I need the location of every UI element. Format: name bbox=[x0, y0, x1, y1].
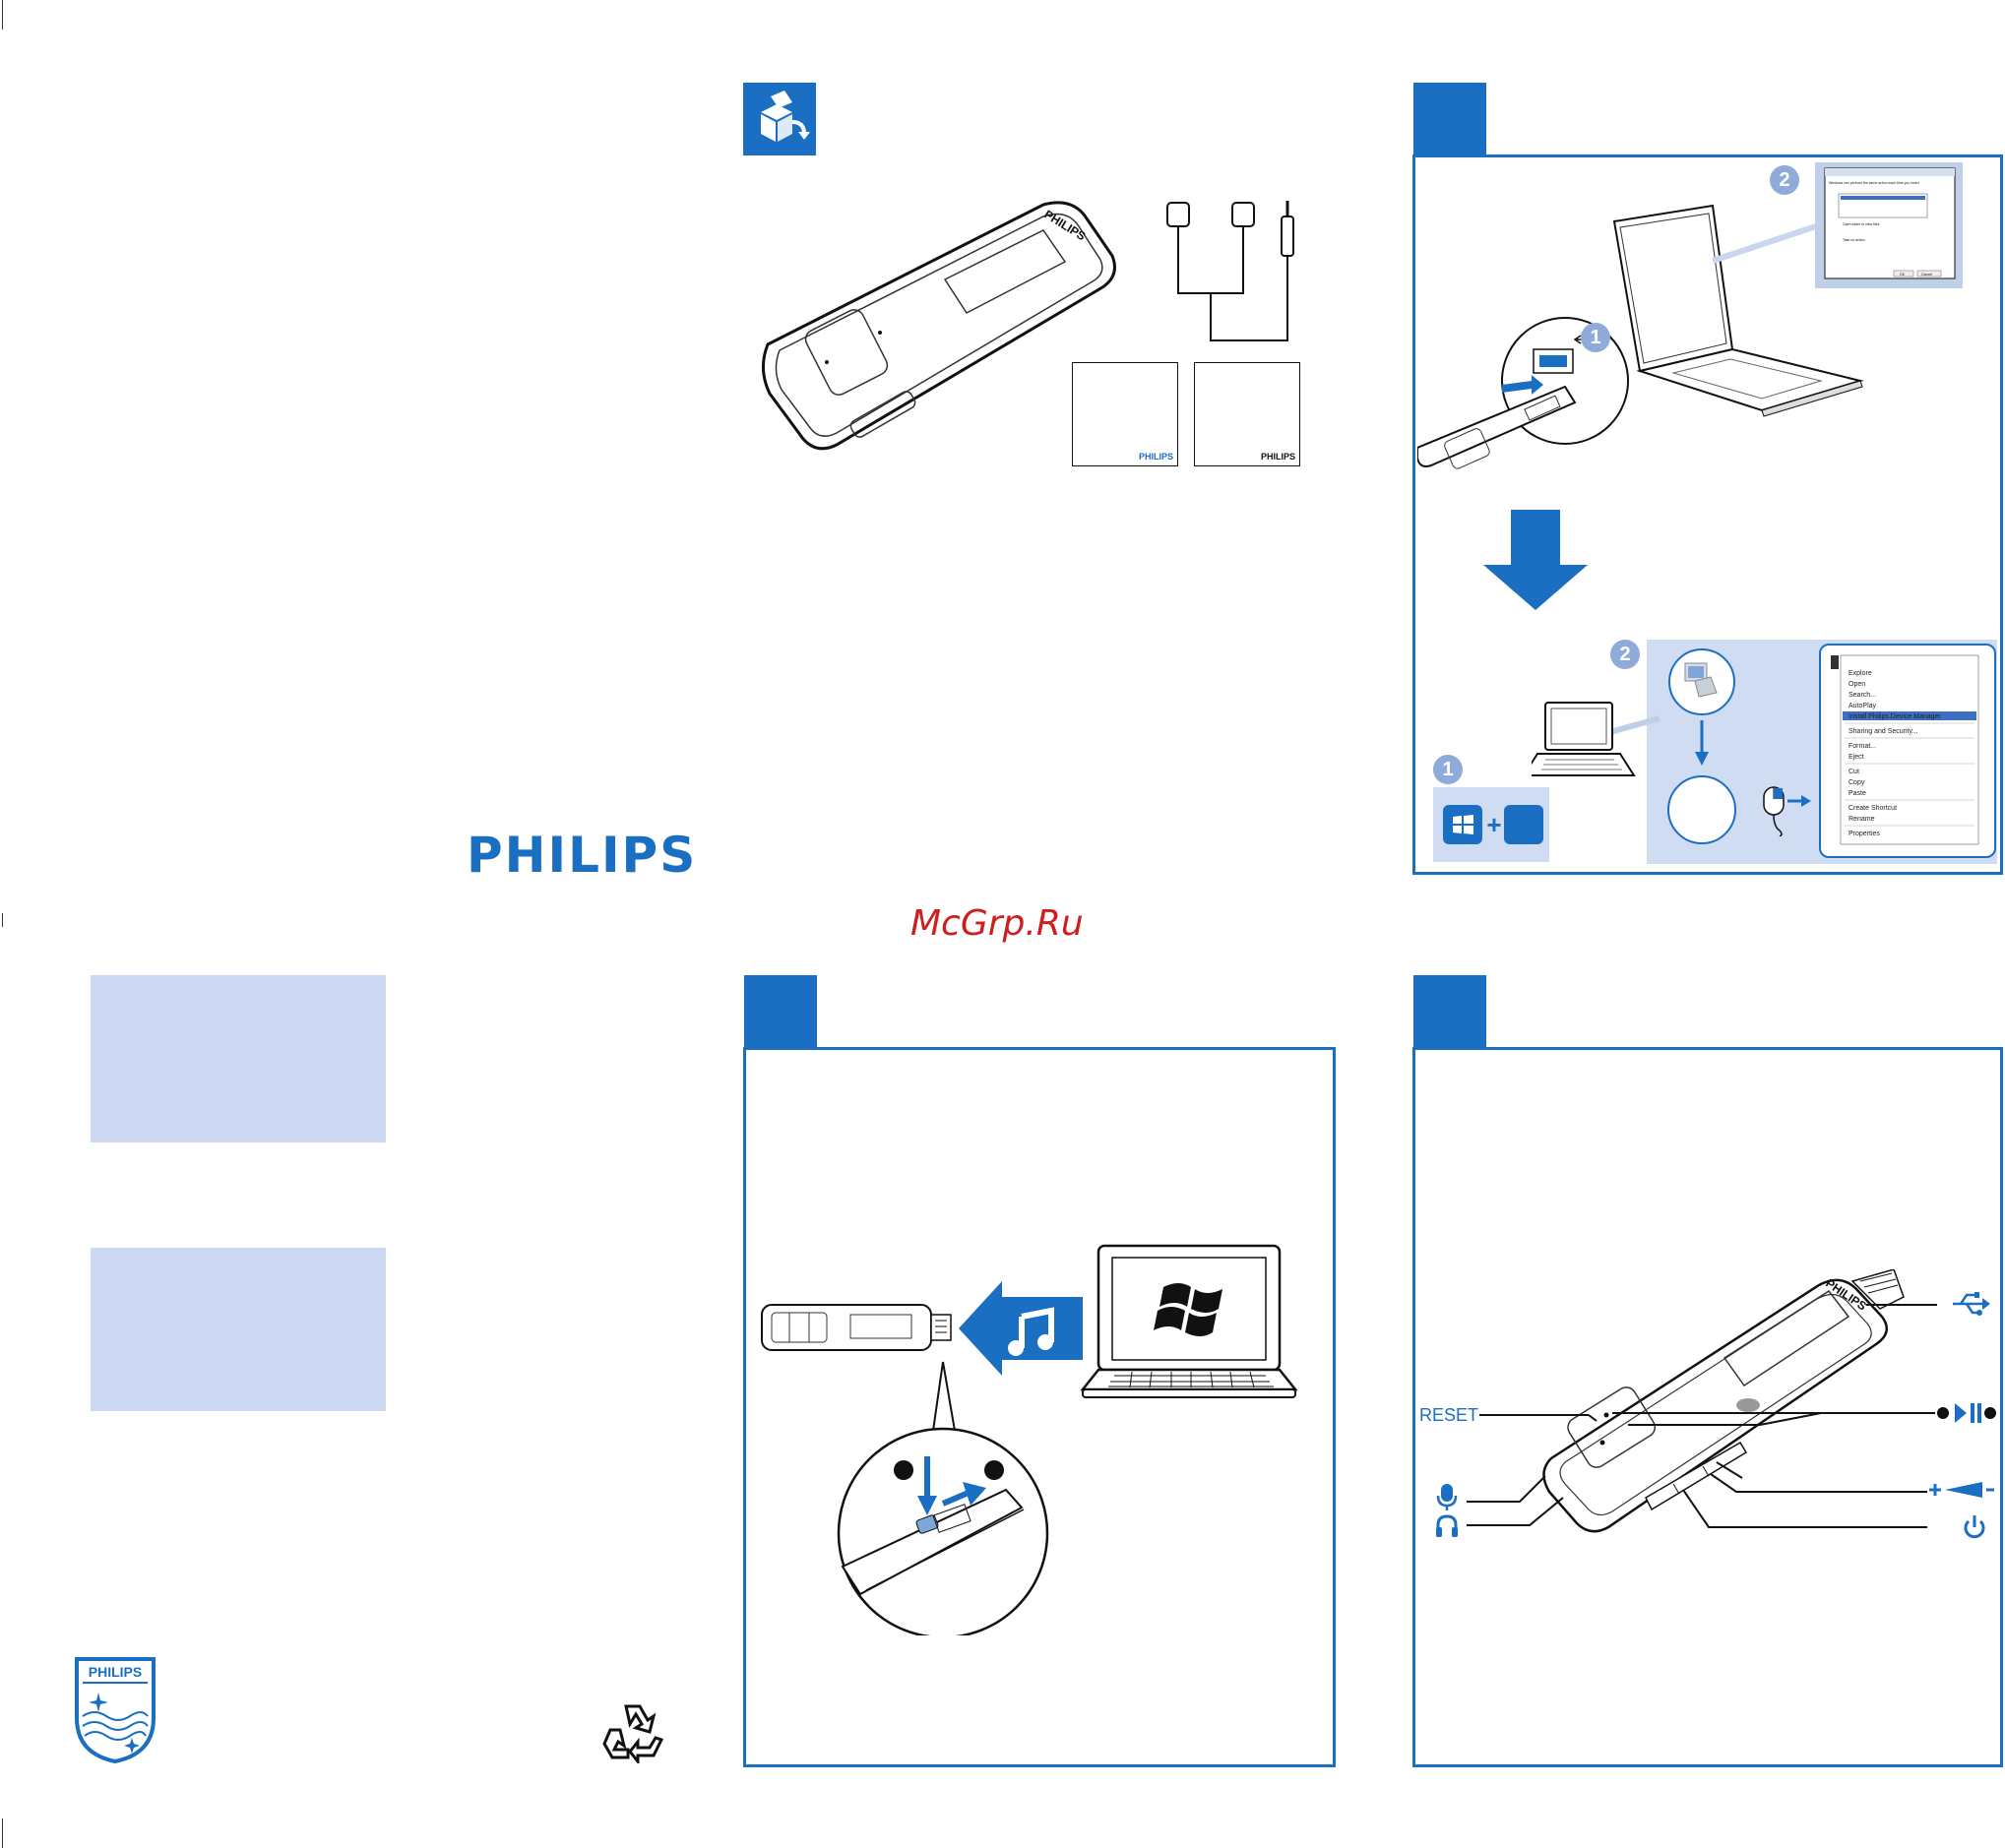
card-brand-label-1: PHILIPS bbox=[1138, 452, 1173, 462]
quick-start-card-1: PHILIPS bbox=[1072, 362, 1178, 466]
overview-panel bbox=[1412, 1047, 2003, 1767]
step-badge-2-top-text: 2 bbox=[1779, 169, 1790, 191]
context-menu-item[interactable]: Install Philips Device Manager bbox=[1848, 713, 1941, 720]
card-brand-label-2: PHILIPS bbox=[1260, 452, 1295, 462]
step-badge-1-top: 1 bbox=[1581, 323, 1610, 352]
down-small-arrow bbox=[1695, 720, 1709, 766]
context-menu-item[interactable]: Create Shortcut bbox=[1848, 805, 1897, 812]
context-menu-item[interactable]: Copy bbox=[1848, 779, 1865, 786]
mouse-icon bbox=[1763, 786, 1811, 836]
microphone-icon bbox=[1436, 1484, 1458, 1510]
transfer-panel bbox=[743, 1047, 1336, 1767]
dialog-ok-button[interactable]: OK bbox=[1900, 273, 1906, 277]
step-badge-1-bottom: 1 bbox=[1433, 755, 1463, 784]
context-menu-item[interactable]: Eject bbox=[1848, 754, 1864, 761]
context-menu-item[interactable]: Sharing and Security... bbox=[1848, 728, 1917, 735]
context-menu-item[interactable]: Open bbox=[1848, 681, 1865, 688]
box-contents-icon-tile bbox=[743, 83, 816, 155]
windows-logo-icon bbox=[1154, 1283, 1222, 1336]
headphones-icon bbox=[1436, 1514, 1458, 1537]
laptop-with-usb-illustration: Windows can perform the same action each… bbox=[1417, 162, 1963, 469]
dialog-take-no-action: Take no action bbox=[1843, 238, 1865, 242]
overview-step-tab bbox=[1413, 975, 1486, 1048]
menu-item-highlight bbox=[1843, 711, 1976, 720]
shield-brand-text: PHILIPS bbox=[89, 1664, 142, 1680]
philips-shield-icon: PHILIPS bbox=[75, 1657, 156, 1764]
step-badge-1-bottom-text: 1 bbox=[1442, 759, 1454, 780]
music-note-icon bbox=[1008, 1307, 1054, 1356]
install-step-tab bbox=[1413, 83, 1486, 155]
quick-start-card-2: PHILIPS bbox=[1194, 362, 1300, 466]
volume-icon bbox=[1929, 1482, 1994, 1498]
philips-wordmark: PHILIPS bbox=[467, 827, 698, 884]
player-controls-illustration: PHILIPS bbox=[1467, 1269, 1996, 1533]
reset-label: RESET bbox=[1419, 1405, 1479, 1425]
windows-logo-icon bbox=[1453, 815, 1473, 834]
step-badge-2-bottom: 2 bbox=[1610, 640, 1640, 669]
info-box-2 bbox=[91, 1248, 386, 1411]
crop-mark-top bbox=[2, 0, 3, 30]
context-menu-item[interactable]: Properties bbox=[1848, 831, 1880, 837]
step-badge-2-top: 2 bbox=[1770, 165, 1799, 195]
dialog-open-folder: Open folder to view files bbox=[1843, 222, 1880, 226]
crop-mark-mid bbox=[2, 913, 3, 927]
e-key[interactable] bbox=[1504, 805, 1543, 844]
box-open-icon bbox=[761, 91, 810, 142]
crop-mark-bottom bbox=[2, 1818, 3, 1848]
plus-sign: + bbox=[1486, 810, 1502, 839]
context-menu-item[interactable]: Rename bbox=[1848, 816, 1875, 823]
context-menu-item[interactable]: AutoPlay bbox=[1848, 703, 1877, 709]
context-menu-item[interactable]: Search... bbox=[1848, 692, 1876, 699]
power-icon bbox=[1964, 1515, 1985, 1539]
context-menu-item[interactable]: Format... bbox=[1848, 743, 1876, 750]
info-box-1 bbox=[91, 975, 386, 1142]
dialog-cancel-button[interactable]: Cancel bbox=[1921, 273, 1932, 277]
transfer-illustration bbox=[761, 1244, 1298, 1635]
step-badge-2-bottom-text: 2 bbox=[1619, 644, 1631, 665]
down-arrow bbox=[1483, 510, 1588, 610]
player-device-illustration: PHILIPS bbox=[762, 201, 1116, 451]
step-badge-1-top-text: 1 bbox=[1590, 327, 1601, 348]
context-menu-item[interactable]: Cut bbox=[1848, 769, 1859, 775]
context-menu-item[interactable]: Paste bbox=[1848, 790, 1866, 797]
watermark-text: McGrp.Ru bbox=[910, 903, 1084, 944]
my-computer-icon bbox=[1668, 648, 1735, 715]
context-menu-item[interactable]: Explore bbox=[1848, 670, 1872, 677]
earphones-illustration bbox=[1166, 201, 1294, 341]
windows-key bbox=[1443, 805, 1482, 844]
install-panel bbox=[1412, 154, 2003, 875]
dialog-title: Windows can perform the same action each… bbox=[1829, 181, 1919, 185]
drive-icon-circle bbox=[1667, 775, 1736, 844]
recycle-icon bbox=[602, 1704, 664, 1763]
small-laptop-illustration bbox=[1532, 702, 1660, 776]
usb-icon bbox=[1953, 1292, 1990, 1316]
transfer-step-tab bbox=[744, 975, 817, 1048]
play-pause-icon bbox=[1955, 1403, 1981, 1423]
